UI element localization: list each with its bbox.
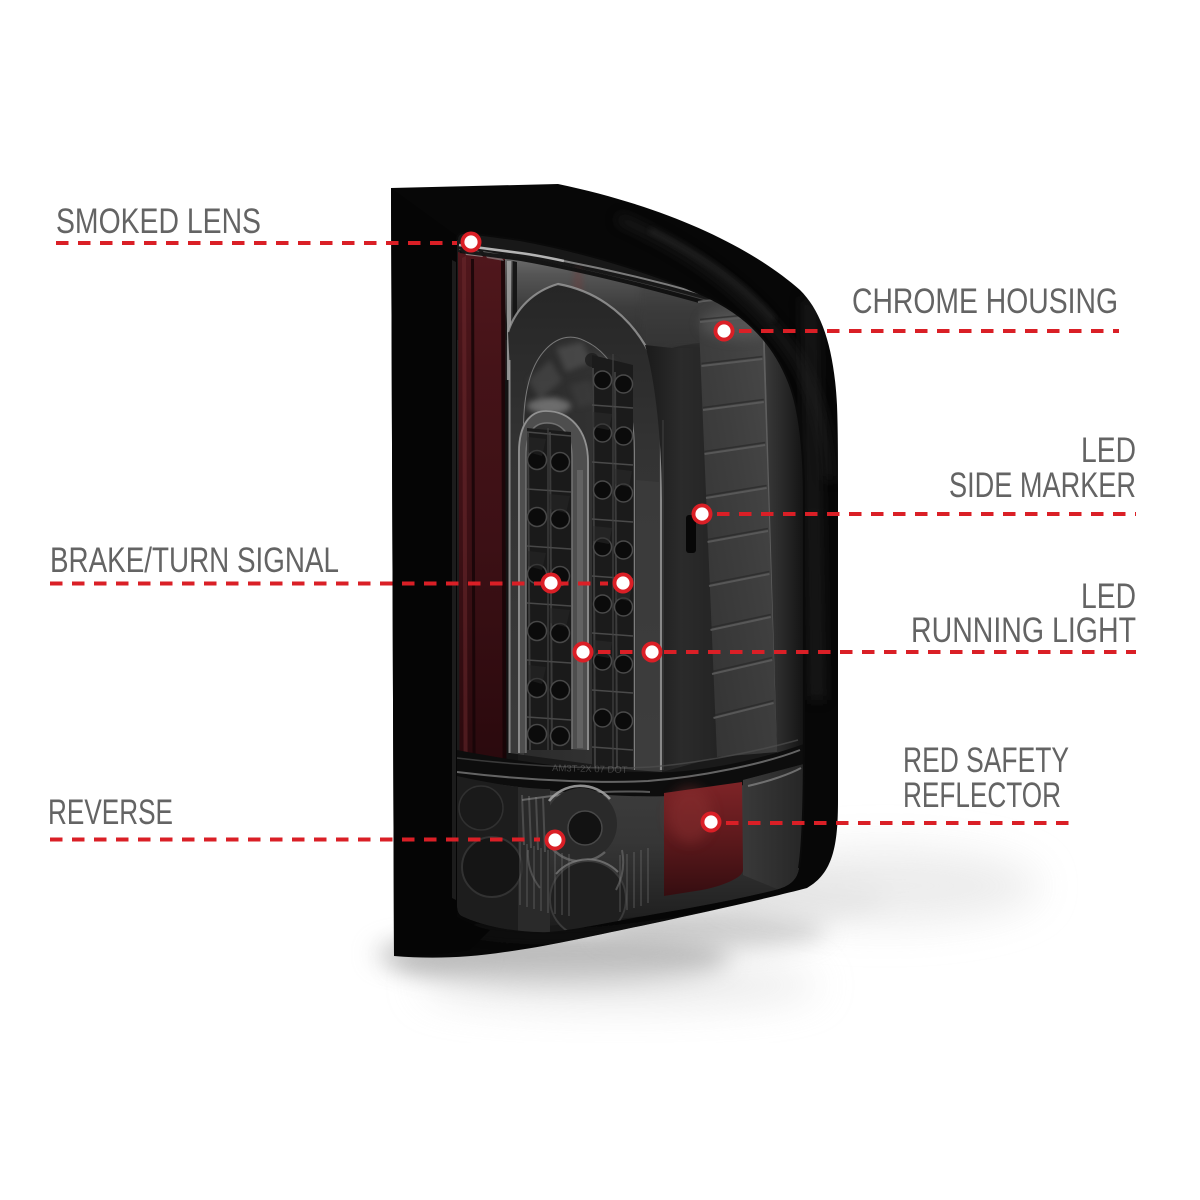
svg-text:SMOKED LENS: SMOKED LENS (56, 202, 261, 241)
svg-text:SIDE MARKER: SIDE MARKER (949, 466, 1136, 505)
svg-text:REVERSE: REVERSE (48, 793, 173, 832)
svg-text:BRAKE/TURN SIGNAL: BRAKE/TURN SIGNAL (50, 541, 339, 580)
svg-text:REFLECTOR: REFLECTOR (903, 776, 1061, 815)
svg-text:RED SAFETY: RED SAFETY (903, 741, 1069, 780)
svg-text:CHROME HOUSING: CHROME HOUSING (852, 282, 1118, 321)
svg-text:AM3T-2X 07 DOT: AM3T-2X 07 DOT (552, 763, 628, 776)
svg-text:LED: LED (1081, 577, 1136, 616)
svg-text:LED: LED (1081, 431, 1136, 470)
svg-text:RUNNING LIGHT: RUNNING LIGHT (911, 611, 1136, 650)
